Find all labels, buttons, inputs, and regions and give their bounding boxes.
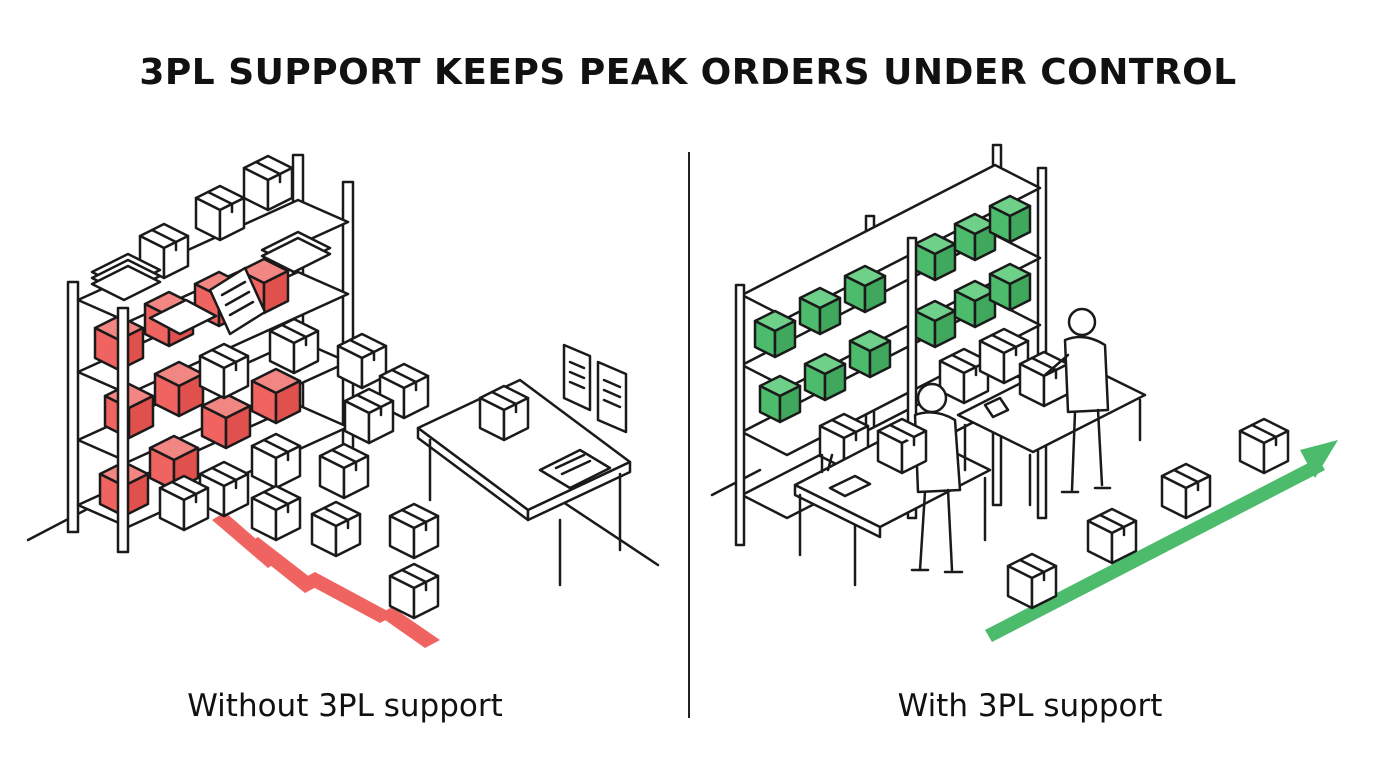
caption-with-3pl: With 3PL support: [897, 688, 1163, 724]
cluttered-warehouse: [26, 153, 660, 648]
green-flow-arrow: [985, 440, 1338, 642]
worker-back: [1043, 307, 1112, 494]
wall-notes: [562, 343, 628, 434]
caption-without-3pl: Without 3PL support: [187, 688, 503, 724]
red-floor-strip: [212, 512, 440, 648]
paper-stack: [90, 230, 332, 336]
page-title: 3PL SUPPORT KEEPS PEAK ORDERS UNDER CONT…: [139, 52, 1237, 93]
left-packing-desk: [416, 378, 632, 587]
worker-front: [876, 382, 964, 574]
organized-warehouse: [710, 143, 1338, 642]
panel-divider: [688, 152, 690, 718]
outgoing-boxes: [1006, 417, 1290, 610]
flying-paper: [208, 266, 267, 336]
